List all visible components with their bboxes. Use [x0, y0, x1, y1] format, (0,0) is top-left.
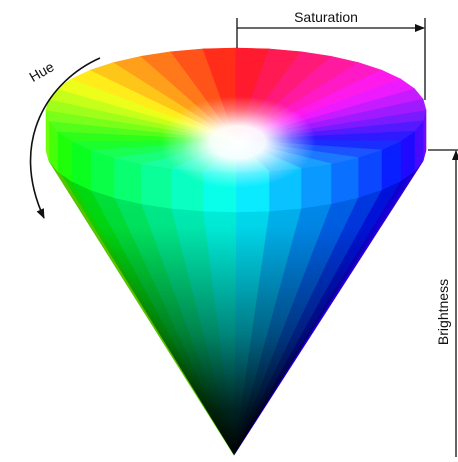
cone-rim-segment [91, 150, 114, 198]
cone-rim-segment [301, 164, 331, 209]
cone-rim-segment [114, 158, 141, 204]
brightness-annotation: Brightness [428, 150, 458, 457]
white-core [160, 96, 316, 188]
brightness-label: Brightness [435, 279, 451, 345]
cone-rim-segment [331, 158, 358, 204]
hue-label: Hue [26, 58, 56, 85]
cone-rim-segment [358, 150, 381, 198]
saturation-label: Saturation [294, 9, 358, 25]
cone-rim-segment [141, 164, 171, 209]
